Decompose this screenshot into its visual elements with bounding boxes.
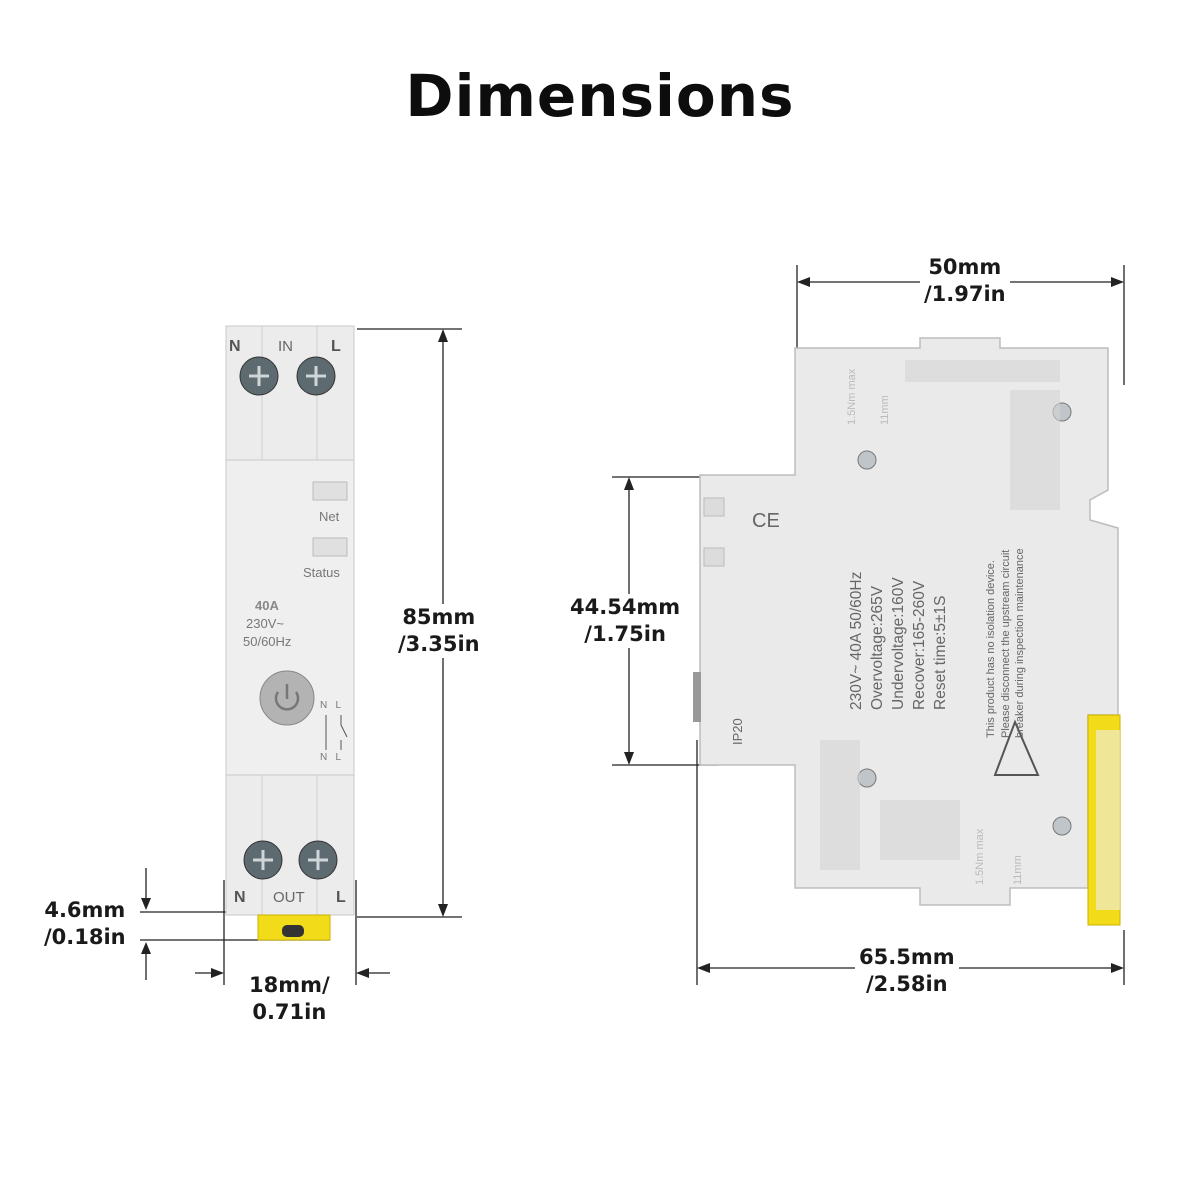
dim-in: 0.71in [252,1000,327,1024]
warning-icon [993,719,1040,776]
dim-in: /3.35in [398,632,480,656]
dim-in: /1.75in [584,622,666,646]
dim-in: /1.97in [924,282,1006,306]
dim-mm: 65.5mm [859,945,955,969]
wiring-diagram-bottom: N L [320,752,342,763]
terminal-label: L [336,889,346,906]
torque-label: 1.5Nm max [846,368,858,425]
spec-line: Recover:165-260V [911,580,928,710]
dim-mm: 18mm/ [249,973,330,997]
terminal-label: N [234,889,246,906]
height-dimension: 85mm/3.35in [394,604,484,658]
length-dimension: 65.5mm/2.58in [855,944,959,998]
strip-length-label: 11mm [1012,855,1024,885]
warning-line: Please disconnect the upstream circuit [999,549,1012,738]
power-icon [274,691,300,711]
depth-dimension: 50mm/1.97in [920,254,1010,308]
net-label: Net [319,509,340,524]
clip-dimension: 4.6mm/0.18in [40,897,130,951]
dim-mm: 4.6mm [44,898,126,922]
front-height-dimension: 44.54mm/1.75in [566,594,685,648]
voltage-label: 230V~ [246,616,284,631]
dim-mm: 50mm [928,255,1002,279]
spec-block: 230V~ 40A 50/60Hz Overvoltage:265V Under… [846,572,951,710]
spec-line: Overvoltage:265V [869,585,886,710]
width-dimension: 18mm/0.71in [245,972,334,1026]
spec-line: 230V~ 40A 50/60Hz [848,571,865,710]
ce-mark: CE [752,510,780,532]
frequency-label: 50/60Hz [243,634,292,649]
terminal-label: N [229,338,241,355]
side-view-device [693,337,1121,926]
strip-length-label: 11mm [879,395,891,425]
arrowheads [141,277,1124,978]
terminal-label: L [331,338,341,355]
warning-line: breaker during inspection maintenance [1014,548,1026,738]
dim-mm: 44.54mm [570,595,681,619]
rating-label: 40A [255,598,279,613]
terminal-label: OUT [273,889,305,906]
dim-in: /2.58in [865,972,948,996]
front-view-device [225,325,355,941]
dim-mm: 85mm [402,605,476,629]
page-title: Dimensions [405,62,795,130]
ip-rating: IP20 [730,718,745,745]
spec-line: Undervoltage:160V [890,577,907,710]
spec-line: Reset time:5±1S [932,595,949,710]
dim-in: /0.18in [44,925,126,949]
wiring-diagram-top: N L [320,700,342,711]
terminal-label: IN [278,338,293,355]
warning-line: This product has no isolation device. [985,560,997,738]
status-label: Status [303,565,340,580]
warning-block: This product has no isolation device. Pl… [984,548,1028,738]
torque-label: 1.5Nm max [974,828,986,885]
